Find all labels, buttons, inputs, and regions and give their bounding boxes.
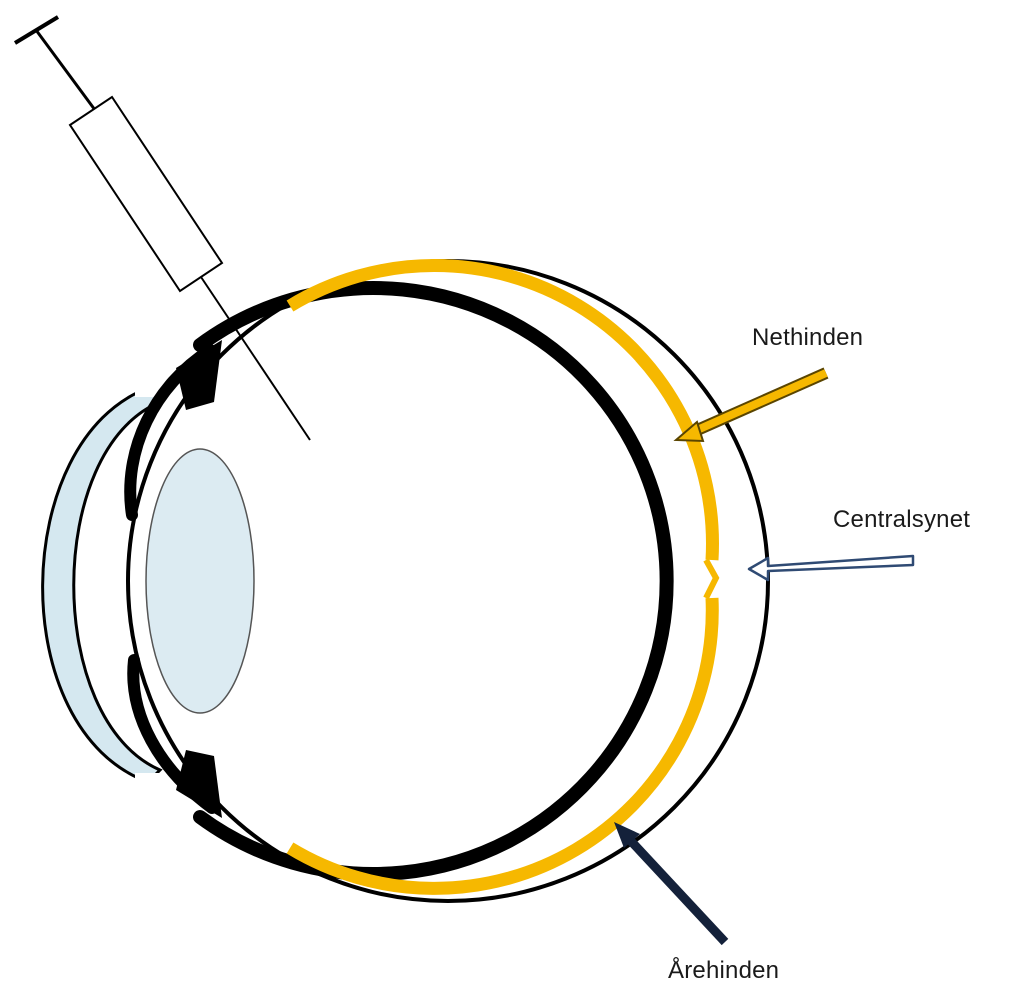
choroid-label: Årehinden	[668, 957, 779, 985]
lens	[146, 449, 254, 713]
central-vision-arrow	[749, 556, 913, 580]
central-vision-label: Centralsynet	[833, 506, 970, 534]
choroid-arrow	[614, 822, 725, 942]
retina-label: Nethinden	[752, 324, 863, 352]
